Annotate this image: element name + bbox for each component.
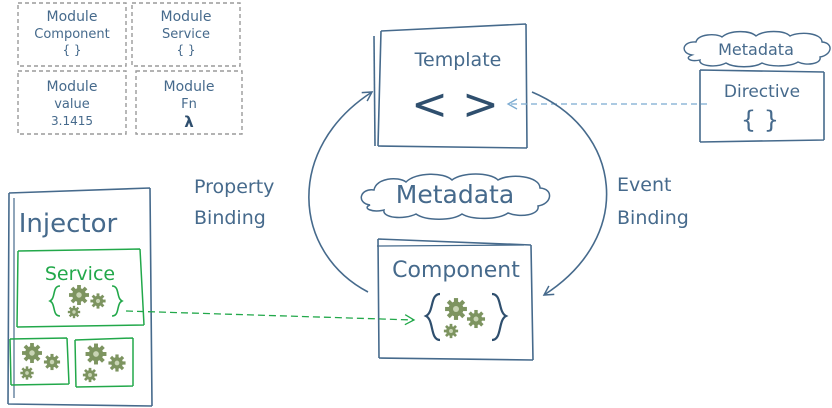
metadata-cloud-center: Metadata	[360, 173, 551, 220]
event-binding-arrow	[531, 91, 608, 296]
module-value-line3: 3.1415	[51, 114, 93, 128]
event-binding-line1: Event	[617, 174, 671, 196]
module-fn-line1: Module	[164, 79, 215, 95]
event-binding-label: Event Binding	[617, 174, 689, 229]
injector-service-box: Service	[16, 248, 145, 328]
property-binding-line1: Property	[194, 176, 274, 198]
property-binding-line2: Binding	[194, 207, 266, 229]
component-right-brace	[491, 292, 509, 342]
module-service-line1: Module	[161, 9, 212, 25]
template-box: Template < >	[373, 23, 528, 149]
service-gears-icon	[67, 285, 106, 319]
component-left-brace	[423, 292, 441, 342]
injector-gears-right-icon	[82, 343, 126, 383]
module-fn-line3: λ	[184, 113, 194, 131]
injector-gear-box-left	[9, 337, 70, 386]
injector-gear-box-right	[74, 337, 134, 388]
module-component-box: Module Component { }	[17, 2, 127, 67]
service-to-component-arrow	[125, 310, 416, 326]
module-fn-line2: Fn	[181, 97, 197, 112]
injector-box: Injector Service	[7, 187, 153, 407]
metadata-top-label: Metadata	[718, 40, 794, 59]
metadata-cloud-top: Metadata	[683, 30, 831, 68]
module-service-line2: Service	[162, 27, 210, 42]
component-gears-icon	[443, 298, 486, 339]
injector-title: Injector	[19, 209, 118, 239]
module-value-line2: value	[54, 97, 90, 112]
component-box: Component	[376, 238, 534, 361]
module-fn-box: Module Fn λ	[135, 70, 243, 135]
module-component-line1: Module	[47, 9, 98, 25]
property-binding-arrow	[308, 91, 374, 293]
injector-service-label: Service	[45, 263, 115, 285]
module-value-line1: Module	[47, 79, 98, 95]
module-component-line3: { }	[62, 43, 81, 57]
service-left-brace	[48, 285, 61, 317]
template-symbol: < >	[411, 79, 499, 130]
module-grid: Module Component { } Module Service { } …	[17, 2, 243, 135]
module-value-box: Module value 3.1415	[17, 70, 127, 135]
metadata-center-label: Metadata	[396, 180, 514, 209]
module-component-line2: Component	[34, 27, 109, 42]
component-title: Component	[392, 258, 520, 283]
directive-symbol: { }	[741, 106, 779, 134]
module-service-box: Module Service { }	[131, 2, 241, 67]
event-binding-line2: Binding	[617, 207, 689, 229]
module-service-line3: { }	[176, 43, 195, 57]
directive-title: Directive	[724, 82, 800, 102]
injector-gears-left-icon	[20, 343, 61, 380]
directive-box: Directive { }	[699, 69, 825, 143]
property-binding-label: Property Binding	[194, 176, 274, 229]
service-right-brace	[111, 285, 124, 317]
template-title: Template	[414, 49, 502, 71]
